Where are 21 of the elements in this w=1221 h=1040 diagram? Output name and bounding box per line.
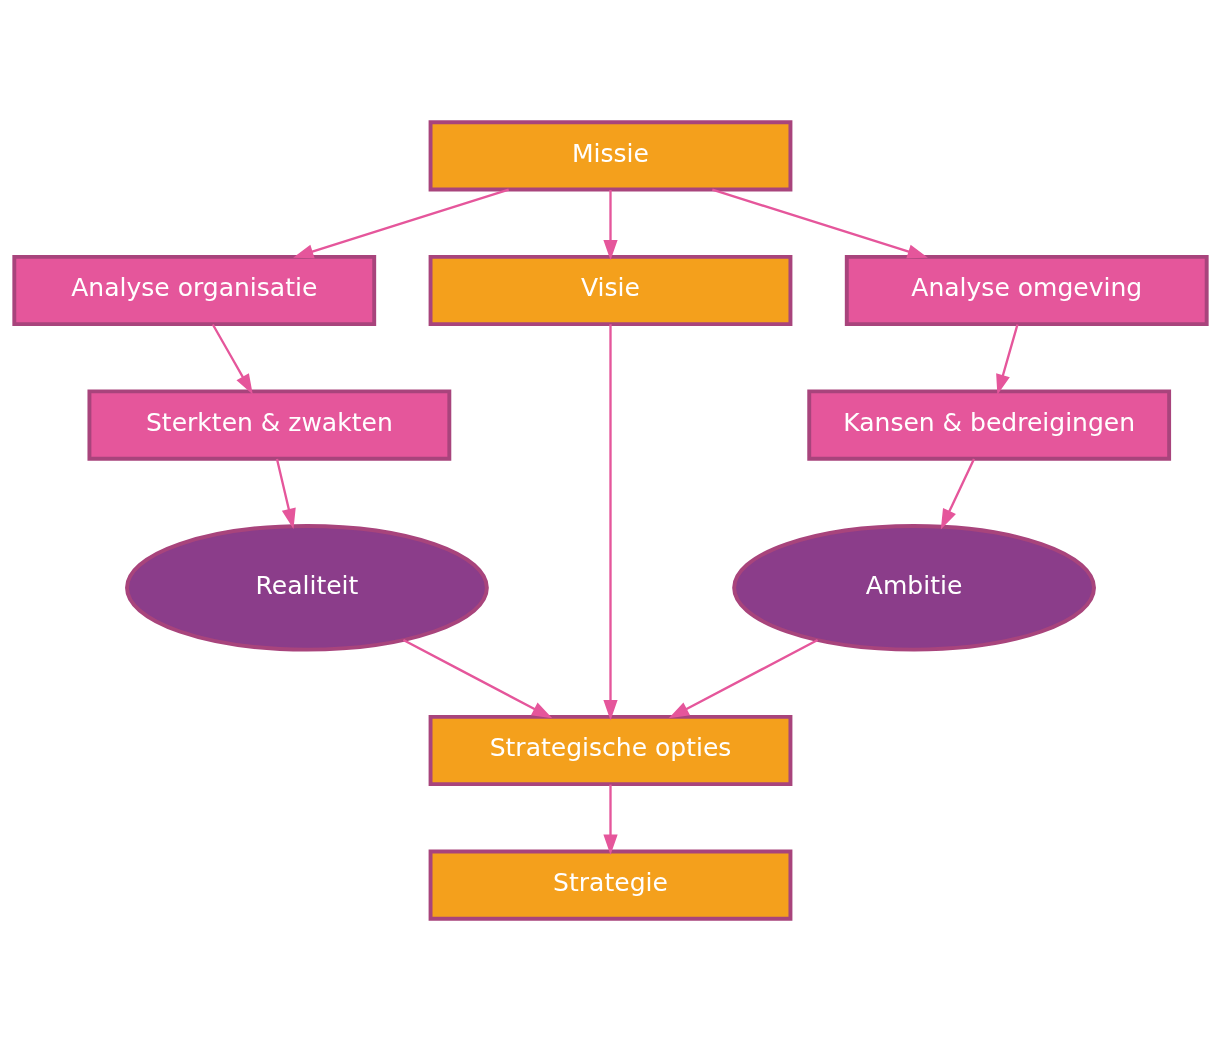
- arrow: [211, 323, 253, 394]
- node-box: Visie: [428, 254, 793, 326]
- node-box: Strategische opties: [428, 714, 793, 786]
- node-ellipse: Ambitie: [732, 523, 1096, 652]
- arrow: [275, 458, 296, 529]
- arrow: [940, 457, 976, 529]
- arrow: [603, 323, 618, 720]
- arrow: [293, 188, 510, 258]
- node-box: Analyse omgeving: [844, 254, 1209, 326]
- arrow: [402, 638, 553, 718]
- node-box: Kansen & bedreigingen: [807, 388, 1172, 461]
- node-box: Sterkten & zwakten: [87, 388, 452, 461]
- arrow: [996, 323, 1019, 395]
- arrow: [603, 189, 618, 260]
- arrow: [711, 188, 928, 258]
- node-box: Missie: [428, 119, 793, 191]
- node-ellipse: Realiteit: [125, 523, 489, 652]
- node-box: Strategie: [428, 849, 793, 921]
- arrow: [668, 638, 819, 718]
- arrow: [603, 784, 618, 855]
- node-box: Analyse organisatie: [12, 254, 377, 326]
